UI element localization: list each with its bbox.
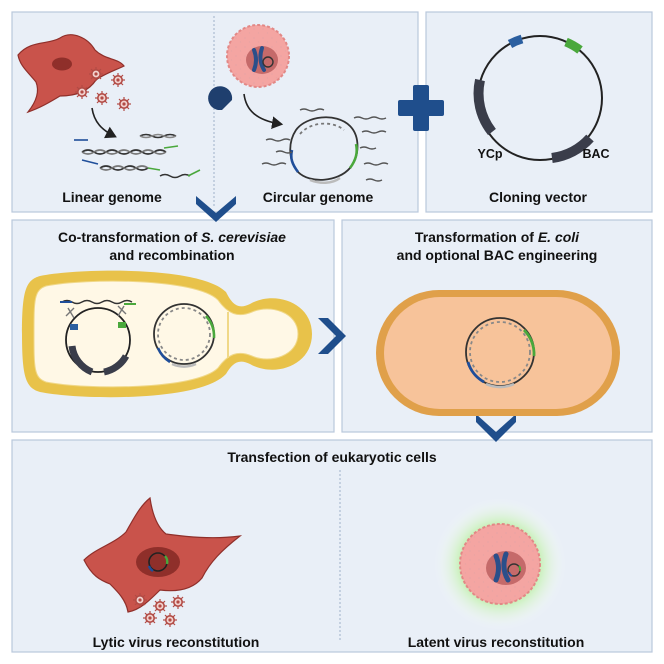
latent-cell-bottom: [434, 498, 566, 630]
ecoli-title-line1: Transformation of E. coli: [415, 229, 580, 245]
cloning-vector-label: Cloning vector: [489, 189, 588, 205]
lytic-cell-bottom: [83, 496, 243, 613]
chevron-down-icon-2: [476, 414, 516, 442]
plus-icon: [398, 85, 444, 131]
ecoli-circular-dna-icon: [465, 317, 536, 389]
circular-genome-label: Circular genome: [263, 189, 374, 205]
chevron-down-icon: [196, 196, 236, 222]
linear-genome-label: Linear genome: [62, 189, 162, 205]
yeast-title-line2: and recombination: [109, 247, 234, 263]
chevron-right-icon: [318, 318, 346, 354]
arrow-linear: [91, 107, 117, 139]
latent-cell-top: [226, 24, 290, 88]
circular-dna-icon: [289, 116, 359, 184]
ecoli-cell: [376, 290, 620, 416]
enzyme-icon: [208, 86, 233, 110]
yeast-circular-dna-icon: [153, 303, 216, 368]
ecoli-title-line2: and optional BAC engineering: [397, 247, 598, 263]
arrow-circular: [243, 93, 284, 129]
plasmid-icon: [473, 34, 603, 163]
lytic-label: Lytic virus reconstitution: [93, 634, 260, 650]
yeast-title-line1: Co-transformation of S. cerevisiae: [58, 229, 286, 245]
transfection-title: Transfection of eukaryotic cells: [227, 449, 437, 465]
linear-dna-fragments-icon: [74, 133, 201, 179]
fragment-lines-circular: [261, 108, 389, 182]
yeast-plasmid-icon: [60, 299, 136, 376]
panel-vector: [425, 11, 653, 213]
ycp-label: YCp: [478, 147, 503, 161]
latent-label: Latent virus reconstitution: [408, 634, 585, 650]
bac-label: BAC: [582, 147, 609, 161]
